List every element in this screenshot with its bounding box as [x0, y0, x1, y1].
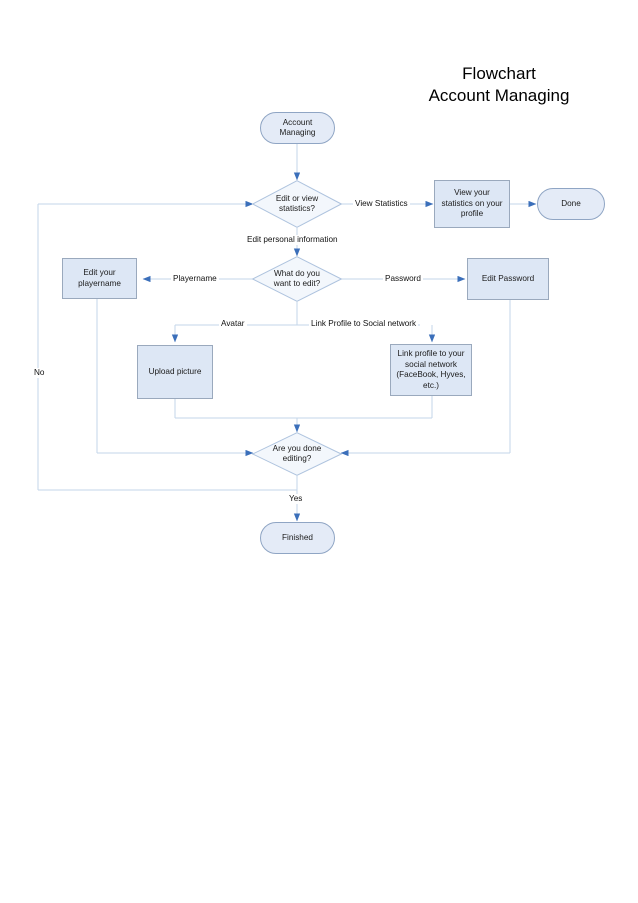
node-edit-your-playername[interactable]: Edit your playername [62, 258, 137, 299]
node-done-label: Done [561, 198, 581, 208]
edge-label-no: No [32, 368, 47, 378]
title-line-1: Flowchart [462, 64, 536, 83]
decision-shape [252, 180, 342, 228]
node-edit-password[interactable]: Edit Password [467, 258, 549, 300]
node-what-do-you-want-to-edit-label: What do you want to edit? [273, 268, 321, 289]
node-view-your-statistics[interactable]: View your statistics on your profile [434, 180, 510, 228]
node-upload-picture-label: Upload picture [148, 366, 202, 376]
node-edit-password-label: Edit Password [481, 273, 535, 283]
node-what-do-you-want-to-edit[interactable]: What do you want to edit? [252, 256, 342, 302]
edge-label-edit-personal-information: Edit personal information [245, 235, 340, 245]
node-edit-your-playername-label: Edit your playername [78, 268, 121, 288]
decision-shape [252, 256, 342, 302]
edge-label-password: Password [383, 274, 423, 284]
node-are-you-done-editing-label: Are you done editing? [272, 443, 322, 464]
decision-shape [252, 432, 342, 476]
title-line-2: Account Managing [428, 86, 570, 105]
node-done[interactable]: Done [537, 188, 605, 220]
node-link-profile-social-network-label: Link profile to your social network (Fac… [396, 349, 466, 390]
page-title: Flowchart Account Managing [369, 63, 629, 107]
node-edit-or-view-statistics[interactable]: Edit or view statistics? [252, 180, 342, 228]
edge-label-playername: Playername [171, 274, 219, 284]
node-are-you-done-editing[interactable]: Are you done editing? [252, 432, 342, 476]
node-account-managing[interactable]: Account Managing [260, 112, 335, 144]
edge-label-link-profile-to-social-network: Link Profile to Social network [309, 319, 419, 329]
node-view-your-statistics-label: View your statistics on your profile [441, 188, 503, 219]
edge-label-yes: Yes [287, 494, 305, 504]
node-link-profile-social-network[interactable]: Link profile to your social network (Fac… [390, 344, 472, 396]
node-account-managing-label: Account Managing [279, 117, 316, 138]
node-finished[interactable]: Finished [260, 522, 335, 554]
edge-label-view-statistics: View Statistics [353, 199, 410, 209]
node-upload-picture[interactable]: Upload picture [137, 345, 213, 399]
node-finished-label: Finished [282, 532, 313, 542]
node-edit-or-view-statistics-label: Edit or view statistics? [275, 193, 319, 214]
edge-label-avatar: Avatar [219, 319, 247, 329]
